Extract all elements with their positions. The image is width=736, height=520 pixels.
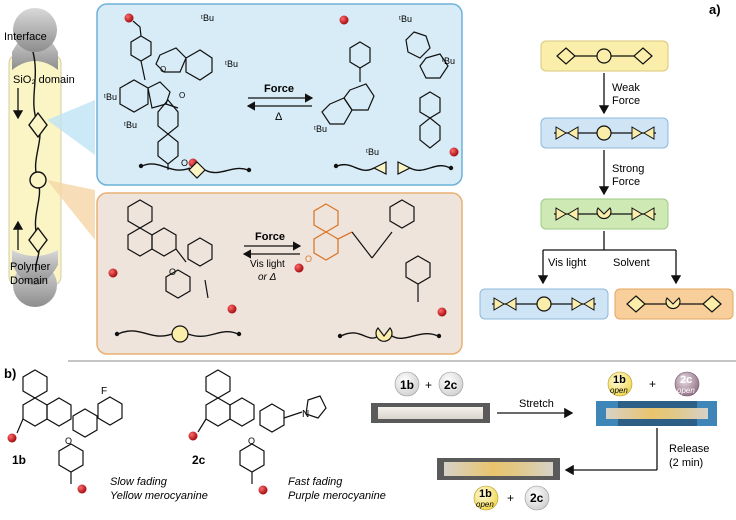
tan-panel: O Force Vis light or Δ O (96, 192, 463, 355)
tbu-4: ᵗBu (124, 120, 137, 130)
panel-b-letter: b) (4, 366, 16, 381)
final-open-tag: open (476, 500, 494, 509)
interface-schematic (8, 8, 95, 307)
weak-force-2: Force (612, 95, 640, 107)
force-label-2: Force (255, 231, 285, 243)
red-dot (7, 433, 17, 443)
exp-2c-label: 2c (444, 378, 458, 392)
open-1b-tag: open (610, 386, 628, 395)
solvent-flow: Solvent (613, 257, 650, 269)
vis-light-flow: Vis light (548, 257, 586, 269)
pyran-o-b: O (65, 436, 72, 446)
red-dot (437, 307, 447, 317)
polymer-label-1: Polymer (10, 261, 51, 273)
pyran-o: O (169, 267, 176, 277)
vis-light-label: Vis light (250, 259, 285, 270)
pyran-o-c: O (248, 436, 255, 446)
compound-1b-label: 1b (12, 453, 26, 467)
red-dot (77, 484, 87, 494)
compound-2c-structure (197, 369, 327, 484)
weak-force-1: Weak (612, 82, 640, 94)
red-dot (227, 304, 237, 314)
fluorine-label: F (101, 386, 107, 397)
release-time: (2 min) (669, 457, 703, 469)
blue-oxygen-label: O (181, 158, 188, 168)
or-delta-label: or Δ (258, 272, 277, 283)
merocyanine-o: O (305, 254, 312, 264)
desc-1-line1: Slow fading (110, 476, 168, 488)
tbu-7: ᵗBu (314, 124, 327, 134)
release-label: Release (669, 443, 709, 455)
final-2c-label: 2c (530, 491, 544, 505)
tbu-6: ᵗBu (442, 56, 455, 66)
red-dot (449, 147, 459, 157)
sio2-label: SiO₂ domain (13, 74, 75, 86)
panel-a-letter: a) (709, 2, 721, 17)
force-label: Force (264, 83, 294, 95)
polymer-label-2: Domain (10, 275, 48, 287)
tbu-8: ᵗBu (366, 147, 379, 157)
svg-text:O: O (160, 65, 166, 74)
blue-panel: O O ᵗBu ᵗBu ᵗBu ᵗBu O Force Δ (96, 3, 463, 186)
red-dot (188, 431, 198, 441)
strong-force-1: Strong (612, 163, 644, 175)
compound-2c-label: 2c (192, 453, 206, 467)
strong-force-2: Force (612, 176, 640, 188)
carbonyl-o: O (179, 91, 185, 100)
red-dot (108, 268, 118, 278)
desc-2-line1: Fast fading (288, 476, 343, 488)
open-2c-tag: open (677, 386, 695, 395)
desc-1-line2: Yellow merocyanine (110, 490, 208, 502)
plus-sign-2: + (649, 377, 656, 391)
plus-sign-3: + (507, 491, 514, 505)
stretch-experiment (371, 371, 717, 511)
desc-2-line2: Purple merocyanine (288, 490, 386, 502)
final-1b-label: 1b (479, 488, 492, 500)
tbu-3: ᵗBu (104, 92, 117, 102)
mechanism-flowchart (479, 40, 734, 320)
open-2c-label: 2c (680, 374, 692, 386)
nitrogen-label: N (302, 409, 309, 420)
red-dot (294, 263, 304, 273)
red-dot (258, 485, 268, 495)
open-1b-label: 1b (613, 374, 626, 386)
compound-1b-structure (16, 369, 123, 484)
exp-1b-label: 1b (400, 378, 414, 392)
red-dot (339, 15, 349, 25)
plus-sign: + (425, 378, 432, 392)
tbu-1: ᵗBu (201, 13, 214, 23)
stretch-label: Stretch (519, 398, 554, 410)
tbu-2: ᵗBu (225, 59, 238, 69)
tbu-5: ᵗBu (399, 14, 412, 24)
interface-label: Interface (4, 31, 47, 43)
delta-label: Δ (275, 111, 283, 123)
